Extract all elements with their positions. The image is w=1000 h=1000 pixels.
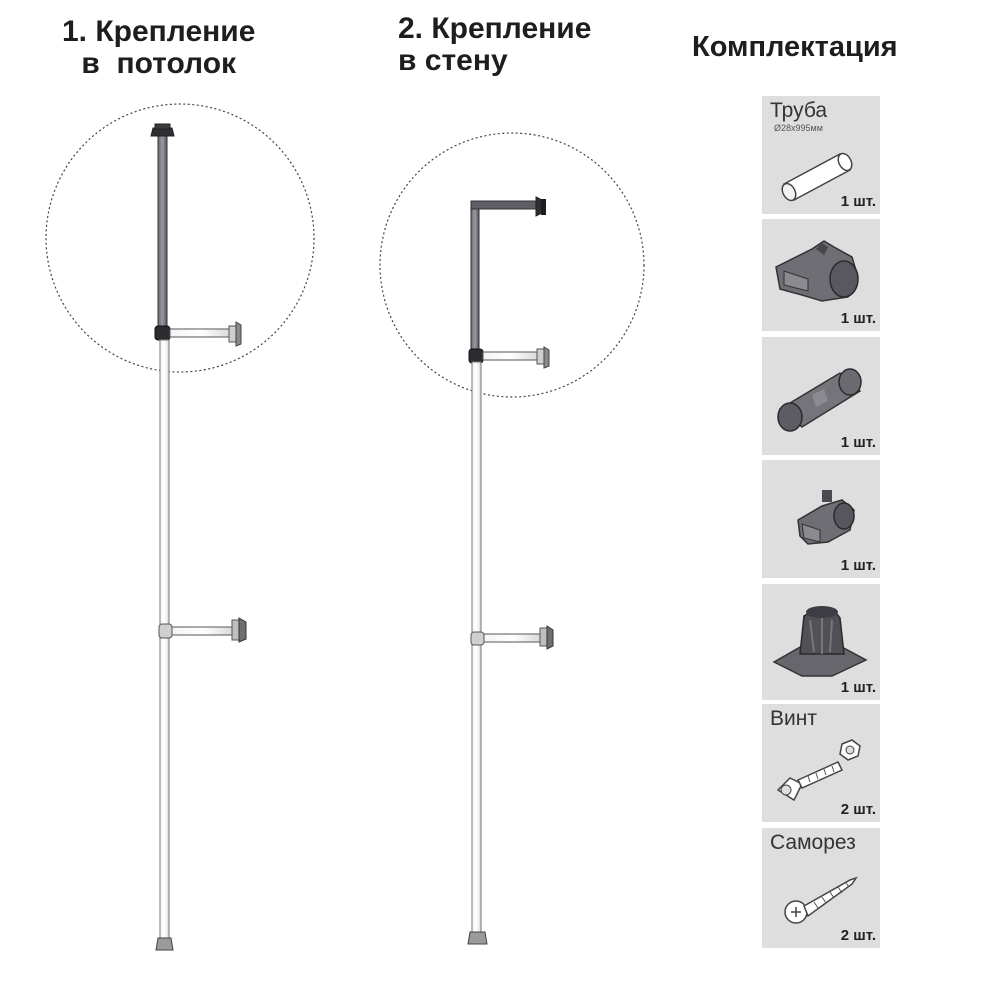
kit-item-bolt: Винт 2 шт. <box>762 704 880 822</box>
kit-item-qty: 1 шт. <box>840 557 876 574</box>
wall-detail-circle <box>379 132 645 398</box>
floor-foot <box>155 937 174 951</box>
kit-item-label: Труба <box>770 99 828 122</box>
kit-item-qty: 1 шт. <box>840 434 876 451</box>
kit-item-qty: 1 шт. <box>840 193 876 210</box>
lower-pole <box>159 339 170 941</box>
ceiling-detail-circle <box>45 103 315 373</box>
wall-mount-assembly <box>379 132 645 945</box>
middle-wall-arm <box>158 617 247 643</box>
upper-pole <box>157 133 168 335</box>
kit-item-qty: 1 шт. <box>840 310 876 327</box>
ceiling-cap <box>150 127 175 137</box>
pipe-coupling-icon <box>777 368 862 432</box>
kit-item-clamp: 1 шт. <box>762 460 880 578</box>
kit-item-label: Винт <box>770 707 817 730</box>
lower-pole <box>471 361 482 941</box>
kit-item-label: Саморез <box>770 831 856 854</box>
kit-item-ceiling-mount: 1 шт. <box>762 584 880 700</box>
ceiling-mount-icon <box>772 606 868 677</box>
self-tapping-screw-icon <box>784 876 858 924</box>
tube-icon <box>781 152 853 202</box>
kit-item-coupling: 1 шт. <box>762 337 880 455</box>
method-2-title: 2. Крепление в стену <box>398 12 592 77</box>
kit-item-spec: Ø28x995мм <box>774 123 823 133</box>
kit-item-qty: 2 шт. <box>840 927 876 944</box>
upper-wall-arm <box>169 321 242 347</box>
kit-item-screw: Саморез 2 шт. <box>762 828 880 948</box>
kit-item-qty: 1 шт. <box>840 679 876 696</box>
kit-title: Комплектация <box>692 31 898 63</box>
kit-item-tube: Труба Ø28x995мм 1 шт. <box>762 96 880 214</box>
top-wall-bar <box>470 200 538 210</box>
kit-item-connector: 1 шт. <box>762 219 880 331</box>
upper-wall-arm <box>482 346 550 369</box>
floor-foot <box>467 931 488 945</box>
pole-connector <box>468 348 484 364</box>
pole-connector <box>154 325 171 341</box>
kit-item-qty: 2 шт. <box>840 801 876 818</box>
bolt-nut-icon <box>776 739 861 802</box>
pipe-connector-icon <box>775 240 859 302</box>
method-1-title: 1. Крепление в потолок <box>62 15 256 80</box>
wall-clamp-icon <box>797 490 855 545</box>
upper-pole <box>470 201 480 351</box>
ceiling-mount-assembly <box>45 103 315 951</box>
middle-wall-arm <box>470 625 554 650</box>
